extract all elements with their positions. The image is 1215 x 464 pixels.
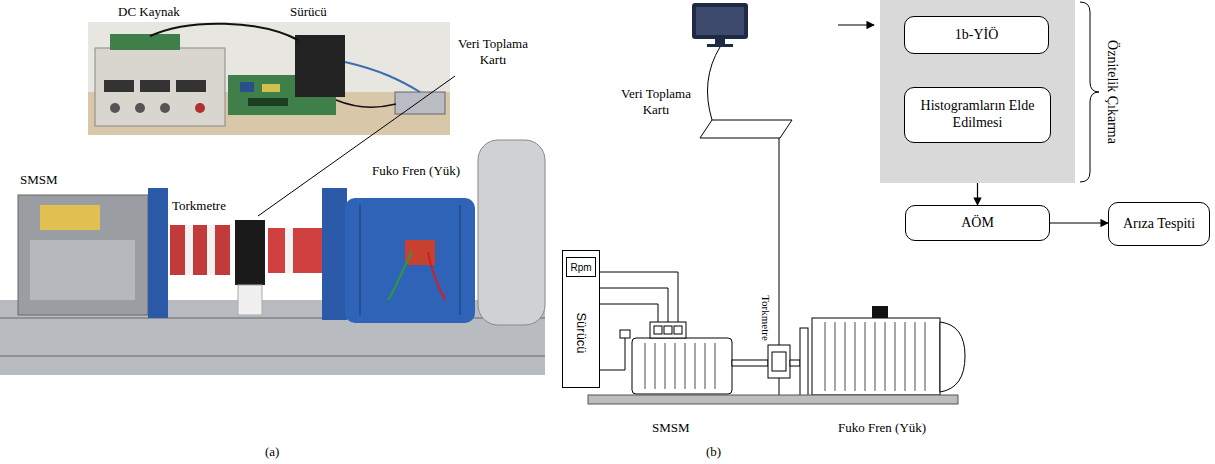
bench-photo-bottom-part bbox=[478, 140, 545, 325]
test-bench-schematic-part bbox=[772, 352, 786, 371]
bench-photo-bottom-part bbox=[18, 195, 148, 315]
bench-photo-bottom-part bbox=[388, 252, 412, 300]
test-bench-schematic-part bbox=[715, 39, 725, 44]
part-label: (a) bbox=[265, 444, 279, 460]
test-bench-schematic-part bbox=[645, 343, 715, 389]
test-bench-schematic-part bbox=[940, 322, 965, 392]
part-label: Veri Toplama Kartı bbox=[616, 86, 696, 117]
test-bench-schematic-part bbox=[825, 322, 925, 391]
test-bench-schematic-part bbox=[872, 306, 888, 318]
bench-photo-bottom-part bbox=[207, 225, 215, 275]
bench-photo-bottom-part bbox=[170, 225, 230, 275]
bench-photo-bottom-part bbox=[285, 228, 293, 273]
bench-photo-bottom-part bbox=[0, 355, 545, 357]
bench-photo-top-part bbox=[110, 103, 120, 113]
bench-photo-top-part bbox=[104, 80, 134, 92]
process-box: AÖM bbox=[905, 205, 1050, 241]
node-text: Sürücü bbox=[574, 312, 589, 353]
bracket-heading: Öznitelik Çıkarma bbox=[1104, 40, 1120, 144]
part-label: Sürücü bbox=[290, 4, 327, 20]
rpm-display: Rpm bbox=[566, 257, 596, 277]
test-bench-schematic-part bbox=[790, 360, 800, 366]
test-bench-schematic-part bbox=[674, 326, 682, 334]
test-bench-schematic-part bbox=[696, 7, 744, 35]
bench-photo-bottom-part bbox=[345, 198, 475, 323]
test-bench-schematic-part bbox=[692, 3, 748, 39]
test-bench-schematic-part bbox=[800, 328, 808, 396]
flow-arrow bbox=[977, 183, 978, 205]
bench-photo-top-part bbox=[140, 80, 170, 92]
test-bench-schematic-part bbox=[654, 326, 662, 334]
flow-arrow bbox=[1050, 222, 1108, 223]
test-bench-schematic-part bbox=[650, 322, 686, 338]
process-box: Histogramların Elde Edilmesi bbox=[904, 87, 1051, 143]
test-bench-schematic-part bbox=[732, 360, 768, 366]
bench-photo-top-part bbox=[150, 24, 298, 40]
bench-photo-bottom-part bbox=[238, 285, 262, 315]
bench-photo-top-part bbox=[195, 103, 205, 113]
bench-photo-bottom bbox=[0, 76, 545, 375]
bench-photo-bottom-part bbox=[322, 188, 347, 320]
node-text: AÖM bbox=[961, 215, 994, 232]
bench-photo-bottom-part bbox=[459, 205, 461, 315]
node-text: Histogramların Elde Edilmesi bbox=[909, 98, 1046, 132]
test-bench-schematic-part bbox=[1080, 2, 1099, 182]
test-bench-schematic-part bbox=[779, 378, 780, 395]
bench-photo-top-part bbox=[262, 84, 280, 92]
test-bench-schematic-part bbox=[768, 345, 790, 378]
part-label: (b) bbox=[706, 444, 721, 460]
bench-photo-bottom-part bbox=[428, 252, 445, 300]
test-bench-schematic-part bbox=[707, 44, 733, 47]
bench-photo-bottom-part bbox=[30, 240, 135, 300]
bench-photo-bottom-part bbox=[40, 205, 100, 230]
part-label: Fuko Fren (Yük) bbox=[838, 420, 926, 436]
bench-photo-top-part bbox=[336, 100, 396, 107]
bench-photo-top-part bbox=[176, 80, 206, 92]
test-bench-schematic-part bbox=[779, 138, 780, 345]
test-bench-schematic-part bbox=[700, 120, 792, 138]
bench-photo-bottom-part bbox=[359, 205, 361, 315]
bench-photo-bottom-part bbox=[185, 225, 193, 275]
test-bench-schematic-part bbox=[838, 24, 874, 25]
bench-photo-top-part bbox=[248, 98, 288, 106]
bench-photo-top-part bbox=[110, 34, 180, 50]
bench-photo-top-part bbox=[240, 82, 254, 92]
part-label: Fuko Fren (Yük) bbox=[372, 163, 460, 179]
feature-extraction-band: Öznitelik Çıkarma1b-YİÖHistogramların El… bbox=[880, 0, 1075, 183]
bench-photo-bottom-part bbox=[148, 188, 168, 318]
test-bench-schematic-part bbox=[588, 395, 958, 404]
part-label: SMSM bbox=[652, 420, 690, 436]
process-box: 1b-YİÖ bbox=[904, 16, 1049, 54]
part-label: DC Kaynak bbox=[118, 4, 180, 20]
test-bench-schematic-part bbox=[620, 330, 630, 338]
test-bench-schematic-part bbox=[708, 47, 721, 120]
bench-photo-top-part bbox=[295, 35, 345, 97]
part-label: Veri Toplama Kartı bbox=[452, 36, 534, 67]
process-box: Arıza Tespiti bbox=[1108, 202, 1210, 246]
test-bench-schematic-part bbox=[812, 318, 940, 395]
bench-photo-top-part bbox=[395, 92, 445, 114]
driver-box: Sürücü Rpm bbox=[562, 250, 600, 388]
bench-photo-top-part bbox=[95, 48, 225, 126]
node-text: Rpm bbox=[570, 262, 591, 273]
part-label: Torkmetre bbox=[760, 295, 772, 341]
node-text: Arıza Tespiti bbox=[1123, 216, 1195, 233]
test-bench-schematic-part bbox=[632, 338, 732, 394]
part-label: SMSM bbox=[20, 172, 58, 188]
bench-photo-bottom-part bbox=[258, 76, 455, 216]
node-text: 1b-YİÖ bbox=[955, 27, 999, 44]
bench-photo-top-part bbox=[135, 103, 145, 113]
bench-photo-bottom-part bbox=[268, 228, 323, 273]
bench-photo-bottom-part bbox=[235, 220, 265, 285]
test-bench-schematic-part bbox=[664, 326, 672, 334]
bench-photo-top-part bbox=[160, 103, 170, 113]
part-label: Torkmetre bbox=[172, 198, 226, 214]
bench-photo-top-part bbox=[345, 62, 420, 92]
